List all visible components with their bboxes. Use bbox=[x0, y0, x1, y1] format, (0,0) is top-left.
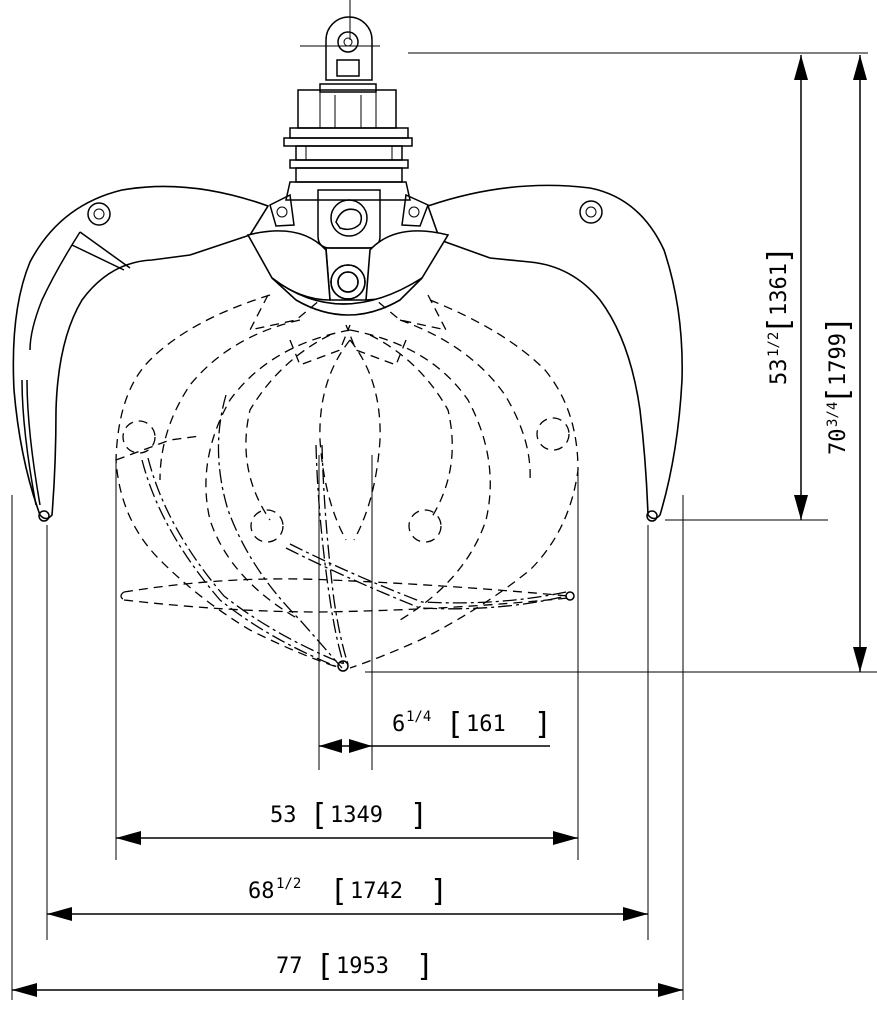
dim-total-height: 70 3/4 [ 1799 ] bbox=[821, 55, 867, 672]
bracket-close: ] bbox=[762, 250, 797, 262]
arrowhead-right bbox=[658, 983, 683, 997]
bracket-open: [ bbox=[314, 798, 326, 833]
dim-tip-width: 68 1/2 [ 1742 ] bbox=[47, 874, 648, 921]
bracket-close: ] bbox=[412, 798, 424, 833]
dim-tip-width-metric: 1742 bbox=[350, 879, 403, 904]
dim-jaw-open-height-whole: 53 bbox=[767, 359, 792, 386]
dim-jaw-open-height-fraction: 1/2 bbox=[766, 332, 782, 357]
dim-overall-width-metric: 1953 bbox=[336, 954, 389, 979]
dim-tip-width-whole: 68 bbox=[248, 879, 275, 904]
dim-overall-width: 77 [ 1953 ] bbox=[12, 949, 683, 997]
right-tine-open bbox=[426, 184, 683, 522]
arrowhead-bottom bbox=[853, 647, 867, 672]
arrowhead-top bbox=[853, 55, 867, 80]
extension-lines bbox=[11, 0, 877, 1000]
arrowhead-right bbox=[553, 831, 578, 845]
bracket-open: [ bbox=[762, 318, 797, 330]
arrowhead-left bbox=[116, 831, 141, 845]
arrowhead-left bbox=[319, 739, 342, 753]
bracket-open: [ bbox=[334, 874, 346, 909]
left-tine-open bbox=[12, 185, 270, 522]
dim-total-height-fraction: 3/4 bbox=[825, 402, 841, 427]
dim-inner-width: 53 [ 1349 ] bbox=[116, 798, 578, 845]
dim-tip-width-fraction: 1/2 bbox=[276, 876, 301, 892]
bracket-open: [ bbox=[320, 949, 332, 984]
arrowhead-top bbox=[794, 55, 808, 80]
arrowhead-right bbox=[349, 739, 372, 753]
arrowhead-left bbox=[12, 983, 37, 997]
bracket-close: ] bbox=[821, 320, 856, 332]
arrowhead-bottom bbox=[794, 495, 808, 520]
center-guide-plate bbox=[246, 230, 450, 316]
bracket-open: [ bbox=[450, 707, 462, 742]
dim-total-height-metric: 1799 bbox=[826, 333, 851, 386]
dim-total-height-whole: 70 bbox=[826, 429, 851, 456]
dim-tip-gap-whole: 6 bbox=[392, 712, 405, 737]
dim-tip-gap-metric: 161 bbox=[466, 712, 506, 737]
dim-inner-width-whole: 53 bbox=[270, 803, 297, 828]
dim-inner-width-metric: 1349 bbox=[330, 803, 383, 828]
bracket-open: [ bbox=[821, 388, 856, 400]
dim-jaw-open-height-metric: 1361 bbox=[767, 263, 792, 316]
arrowhead-right bbox=[623, 907, 648, 921]
bracket-close: ] bbox=[418, 949, 430, 984]
cutting-edges bbox=[141, 394, 575, 672]
arrowhead-left bbox=[47, 907, 72, 921]
tine-positions-dashed bbox=[115, 294, 579, 669]
bracket-close: ] bbox=[536, 707, 548, 742]
dim-tip-gap: 6 1/4 [ 161 ] bbox=[319, 707, 550, 753]
bracket-close: ] bbox=[432, 874, 444, 909]
dim-tip-gap-fraction: 1/4 bbox=[406, 709, 431, 725]
dim-overall-width-whole: 77 bbox=[276, 954, 303, 979]
dim-jaw-open-height: 53 1/2 [ 1361 ] bbox=[762, 55, 808, 520]
